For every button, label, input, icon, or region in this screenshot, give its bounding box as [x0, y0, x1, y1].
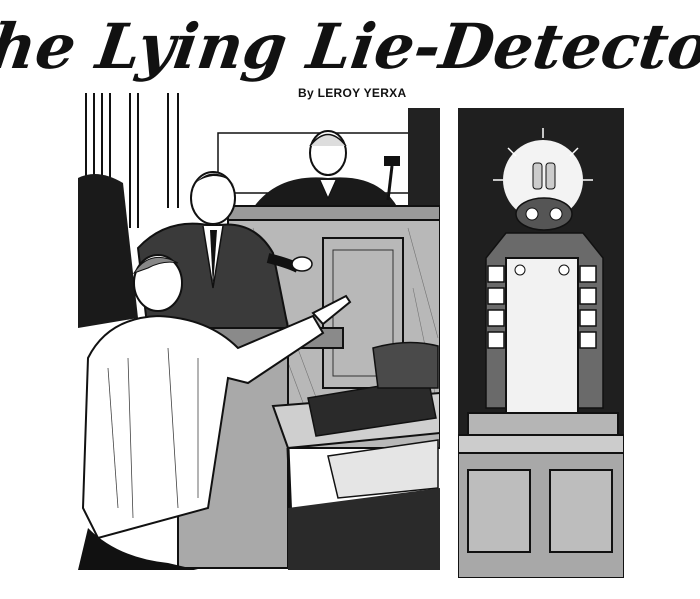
left-gauges [487, 265, 505, 349]
title-lettering: The Lying Lie-Detector [0, 10, 700, 83]
title-text: The Lying Lie-Detector [0, 10, 700, 83]
byline: By LEROY YERXA [298, 86, 407, 100]
counsel-desk [271, 341, 440, 570]
courtroom-drawing [78, 93, 440, 570]
right-gauges [579, 265, 597, 349]
pointing-man-figure [78, 254, 352, 570]
shadow-figure [78, 174, 138, 328]
glowing-tubes-icon [493, 128, 593, 231]
courtroom-illustration [78, 88, 440, 570]
lie-detector-drawing [458, 108, 624, 578]
gavel-icon [384, 156, 400, 201]
attorney-figure [136, 171, 313, 335]
pedestal [458, 412, 624, 578]
story-title: The Lying Lie-Detector [0, 0, 700, 90]
machine-body [485, 232, 604, 417]
lie-detector-illustration [458, 108, 624, 578]
